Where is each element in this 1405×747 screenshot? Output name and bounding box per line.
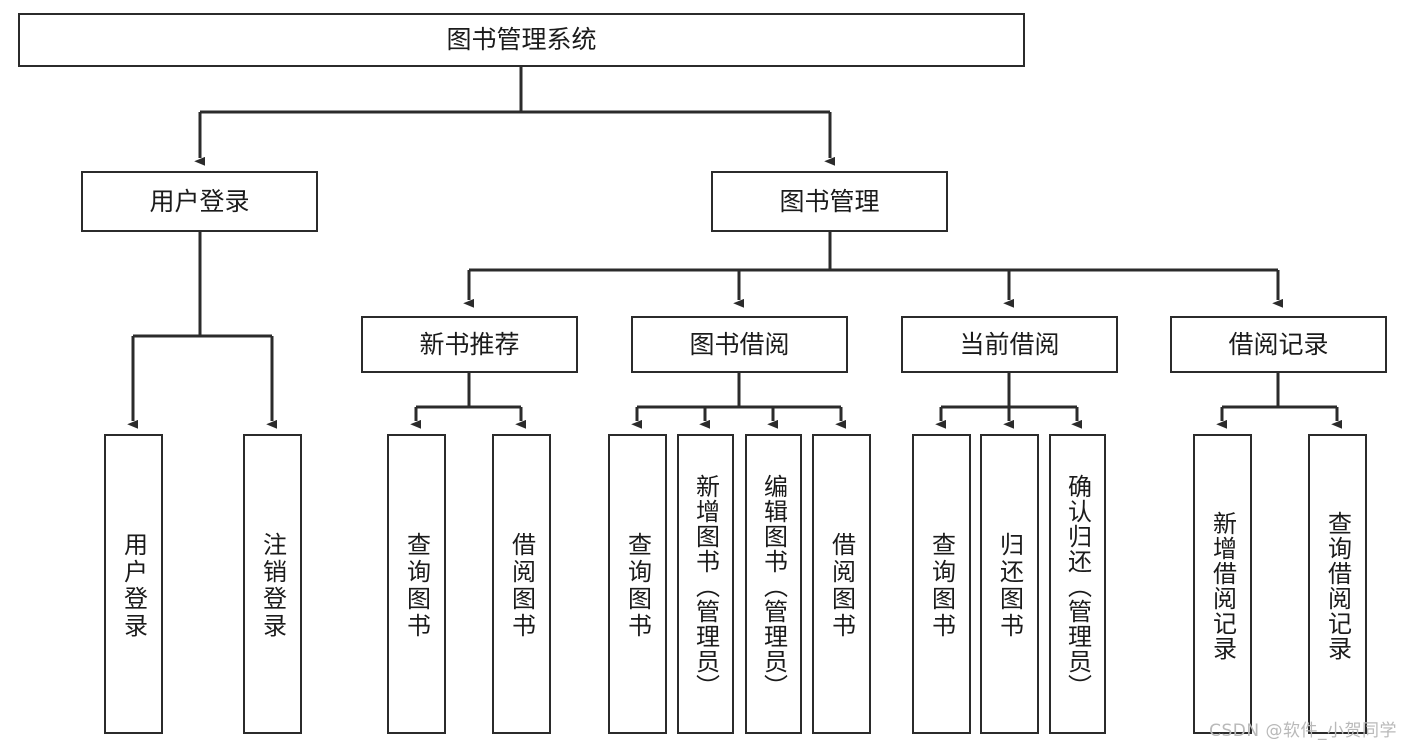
node-book-borrow-label: 图书借阅: [689, 329, 790, 359]
node-leaf-query-book-3[interactable]: 查询图书: [912, 434, 971, 734]
node-leaf-add-book-admin[interactable]: 新增图书（管理员）: [677, 434, 734, 734]
node-leaf-borrow-book-1-label: 借阅图书: [507, 532, 536, 640]
node-borrow-record-label: 借阅记录: [1228, 329, 1329, 359]
node-book-manage[interactable]: 图书管理: [711, 171, 948, 232]
node-current-borrow-label: 当前借阅: [959, 329, 1060, 359]
node-leaf-edit-book-admin-label: 编辑图书（管理员）: [759, 473, 788, 699]
node-leaf-query-book-2-label: 查询图书: [623, 532, 652, 640]
node-borrow-record[interactable]: 借阅记录: [1170, 316, 1387, 373]
node-new-book-recommend[interactable]: 新书推荐: [361, 316, 578, 373]
node-leaf-logout-login-label: 注销登录: [258, 532, 287, 640]
node-leaf-return-book[interactable]: 归还图书: [980, 434, 1039, 734]
node-leaf-user-login-label: 用户登录: [119, 532, 148, 640]
node-root-system-label: 图书管理系统: [446, 25, 597, 55]
node-leaf-confirm-return-admin[interactable]: 确认归还（管理员）: [1049, 434, 1106, 734]
node-user-login-label: 用户登录: [149, 186, 250, 216]
node-current-borrow[interactable]: 当前借阅: [901, 316, 1118, 373]
node-leaf-query-book-1-label: 查询图书: [402, 532, 431, 640]
node-leaf-edit-book-admin[interactable]: 编辑图书（管理员）: [745, 434, 802, 734]
node-leaf-borrow-book-2-label: 借阅图书: [827, 532, 856, 640]
csdn-watermark: CSDN @软件_小贺同学: [1209, 721, 1397, 741]
node-leaf-borrow-book-2[interactable]: 借阅图书: [812, 434, 871, 734]
node-leaf-confirm-return-admin-label: 确认归还（管理员）: [1063, 473, 1092, 699]
node-book-manage-label: 图书管理: [779, 186, 880, 216]
node-leaf-return-book-label: 归还图书: [995, 532, 1024, 640]
node-leaf-query-book-3-label: 查询图书: [927, 532, 956, 640]
node-leaf-query-borrow-record[interactable]: 查询借阅记录: [1308, 434, 1367, 734]
node-book-borrow[interactable]: 图书借阅: [631, 316, 848, 373]
node-leaf-query-book-2[interactable]: 查询图书: [608, 434, 667, 734]
node-user-login[interactable]: 用户登录: [81, 171, 318, 232]
node-leaf-logout-login[interactable]: 注销登录: [243, 434, 302, 734]
node-leaf-add-book-admin-label: 新增图书（管理员）: [691, 473, 720, 699]
node-leaf-add-borrow-record-label: 新增借阅记录: [1208, 511, 1237, 661]
node-root-system[interactable]: 图书管理系统: [18, 13, 1025, 67]
node-leaf-user-login[interactable]: 用户登录: [104, 434, 163, 734]
node-leaf-query-book-1[interactable]: 查询图书: [387, 434, 446, 734]
node-leaf-add-borrow-record[interactable]: 新增借阅记录: [1193, 434, 1252, 734]
node-new-book-recommend-label: 新书推荐: [419, 329, 520, 359]
node-leaf-borrow-book-1[interactable]: 借阅图书: [492, 434, 551, 734]
node-leaf-query-borrow-record-label: 查询借阅记录: [1323, 511, 1352, 661]
